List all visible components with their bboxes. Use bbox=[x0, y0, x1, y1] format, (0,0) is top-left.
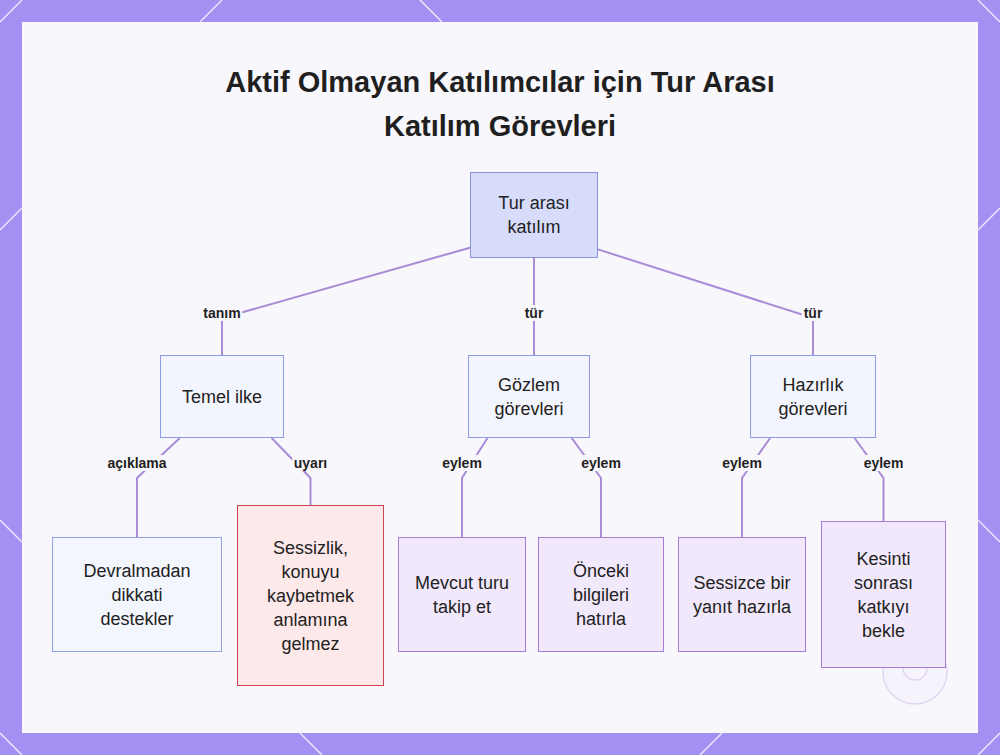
node-text: Temel ilke bbox=[167, 385, 277, 409]
action-box: Önceki bilgileri hatırla bbox=[538, 537, 664, 652]
node-text: Sessizlik, konuyu kaybetmek anlamına gel… bbox=[262, 536, 360, 656]
node-text: Kesinti sonrası katkıyı bekle bbox=[841, 547, 927, 643]
connector-line bbox=[222, 248, 470, 355]
edge-label: eylem bbox=[440, 455, 484, 471]
root-box: Tur arası katılım bbox=[470, 172, 598, 258]
edge-label: açıklama bbox=[105, 455, 168, 471]
warning-box: Sessizlik, konuyu kaybetmek anlamına gel… bbox=[237, 505, 384, 686]
node-text: Sessizce bir yanıt hazırla bbox=[692, 571, 792, 619]
node-text: Devralmadan dikkati destekler bbox=[78, 559, 196, 631]
edge-label: tanım bbox=[201, 305, 242, 321]
action-box: Mevcut turu takip et bbox=[398, 537, 526, 652]
node-text: Mevcut turu takip et bbox=[408, 571, 516, 619]
action-box: Sessizce bir yanıt hazırla bbox=[678, 537, 806, 652]
edge-label: tür bbox=[802, 305, 825, 321]
node-text: Hazırlık görevleri bbox=[763, 373, 863, 421]
description-box: Devralmadan dikkati destekler bbox=[52, 537, 222, 652]
node-text: Önceki bilgileri hatırla bbox=[551, 559, 651, 631]
edge-label: eylem bbox=[579, 455, 623, 471]
connector-line bbox=[742, 438, 770, 537]
connector-line bbox=[272, 438, 311, 505]
category-box: Hazırlık görevleri bbox=[750, 355, 876, 438]
node-text: Gözlem görevleri bbox=[479, 373, 579, 421]
connector-line bbox=[137, 438, 180, 537]
connector-line bbox=[855, 438, 884, 521]
action-box: Kesinti sonrası katkıyı bekle bbox=[821, 521, 946, 668]
node-text: Tur arası katılım bbox=[484, 191, 584, 239]
connector-line bbox=[598, 249, 813, 355]
category-box: Temel ilke bbox=[160, 355, 284, 438]
edge-label: tür bbox=[523, 305, 546, 321]
edge-label: eylem bbox=[720, 455, 764, 471]
edge-label: eylem bbox=[862, 455, 906, 471]
edge-label: uyarı bbox=[292, 455, 329, 471]
diagram-title: Aktif Olmayan Katılımcılar için Tur Aras… bbox=[200, 60, 800, 148]
connector-line bbox=[462, 438, 488, 537]
category-box: Gözlem görevleri bbox=[468, 355, 590, 438]
connector-line bbox=[572, 438, 601, 537]
